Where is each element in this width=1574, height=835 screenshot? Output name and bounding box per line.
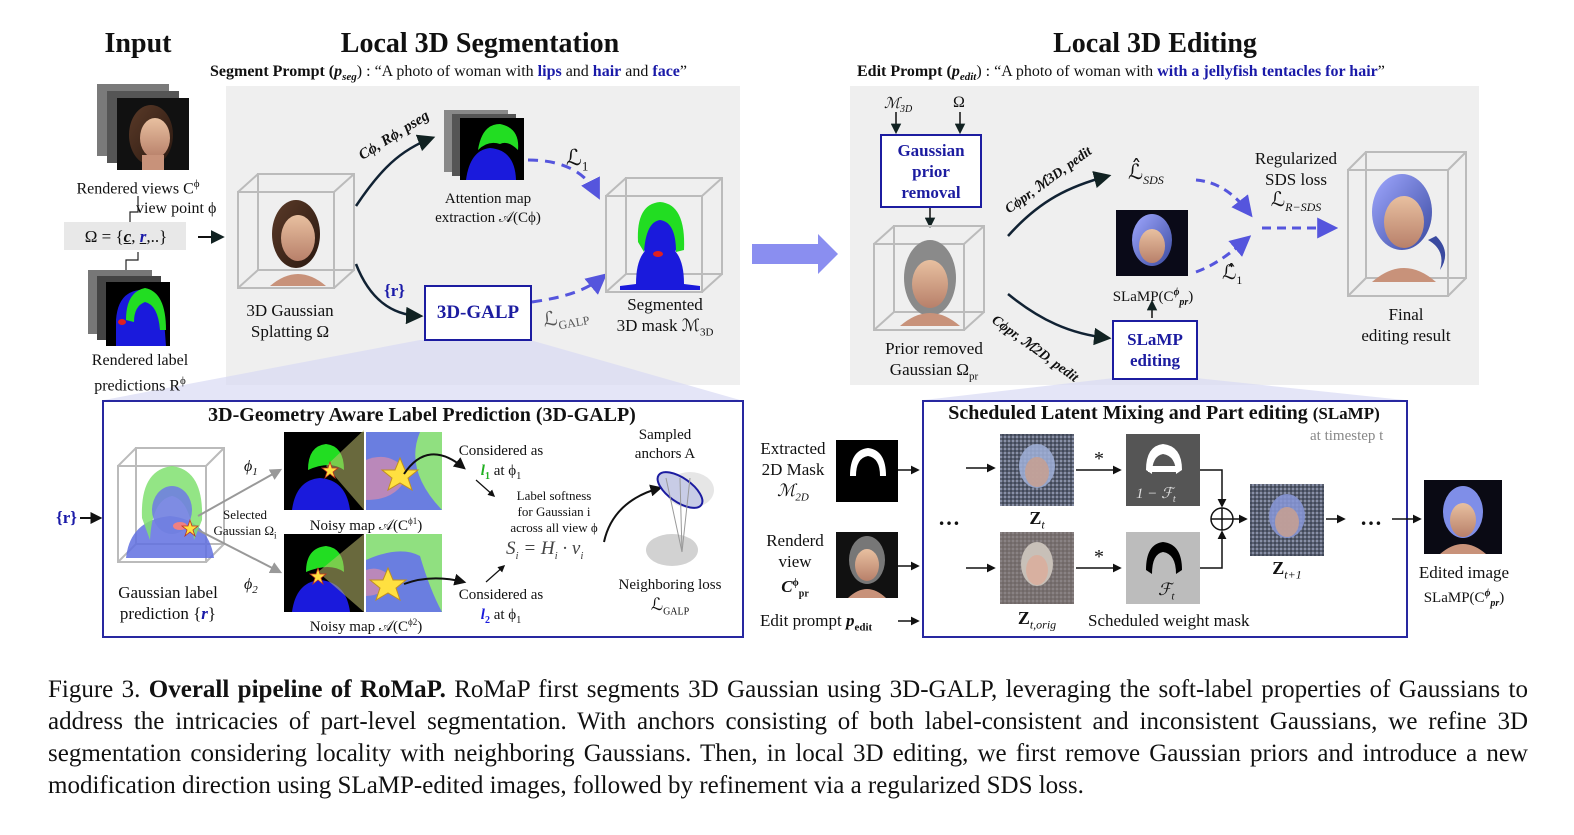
segment-prompt: Segment Prompt (pseg) : “A photo of woma…: [210, 63, 687, 84]
segmented-mask-cube: [605, 177, 723, 293]
weight-mask-label: Scheduled weight mask: [1088, 611, 1250, 630]
edited-image-label: Edited image SLaMP(Cϕpr): [1418, 563, 1510, 609]
rendered-labels-stack: [88, 270, 170, 346]
considered-l1-label: Considered as l1 at ϕ1: [458, 443, 544, 482]
slamp-image-label: SLaMP(Cϕpr): [1112, 287, 1194, 308]
noisy-map-1-label: Noisy map 𝒜(Cϕ1): [309, 516, 423, 534]
gaussian-label-prediction: Gaussian label prediction {r}: [118, 583, 218, 623]
zt-plus-1-label: Zt+1: [1272, 558, 1302, 582]
softness-formula: Si = Hi · vi: [506, 538, 584, 562]
multiply-2: *: [1094, 546, 1104, 568]
one-minus-f-label: 1 − ℱt: [1136, 486, 1176, 505]
lsds-loss: ℒ̂SDS: [1128, 160, 1164, 188]
rendered-labels-caption: Rendered label predictions Rϕ: [91, 352, 189, 395]
segmented-mask-label: Segmented 3D mask ℳ3D: [616, 295, 714, 339]
omega-set: Ω = {c, r,..}: [84, 227, 168, 246]
selected-gaussian-label: Selected Gaussian Ωi: [213, 507, 277, 541]
l1hat-loss: ℒ̂1: [1222, 262, 1243, 287]
multiply-1: *: [1094, 448, 1104, 470]
figure-caption: Figure 3. Overall pipeline of RoMaP. RoM…: [48, 676, 1528, 799]
phi2-label: ϕ2: [244, 576, 258, 597]
galp-title: 3D-Geometry Aware Label Prediction (3D-G…: [208, 404, 636, 426]
dots-left: …: [938, 505, 960, 530]
l1-loss: ℒ1: [566, 145, 589, 174]
rendered-views-label: Rendered views Cϕ: [76, 178, 200, 198]
edit-prompt: Edit Prompt (pedit) : “A photo of woman …: [857, 63, 1385, 84]
zt-orig-label: Zt,orig: [1017, 608, 1057, 632]
pipeline-diagram: [64, 84, 1467, 400]
input-header: Input: [104, 28, 172, 59]
editing-header: Local 3D Editing: [1053, 28, 1257, 59]
r-set-label: {r}: [384, 281, 405, 300]
prior-removed-label: Prior removed Gaussian Ωpr: [885, 339, 983, 383]
3d-galp-button[interactable]: 3D-GALP: [424, 285, 532, 341]
slamp-title: Scheduled Latent Mixing and Part editing…: [948, 402, 1380, 424]
galp-r-input: {r}: [56, 508, 77, 527]
segmentation-header: Local 3D Segmentation: [340, 28, 620, 59]
noisy-map-2-label: Noisy map 𝒜(Cϕ2): [309, 617, 423, 635]
considered-l2-label: Considered as l2 at ϕ1: [458, 587, 544, 626]
galp-diagram: [80, 430, 714, 612]
neighboring-loss-label: Neighboring loss ℒGALP: [618, 577, 722, 618]
timestep-label: at timestep t: [1310, 428, 1384, 444]
m3d-input: ℳ3D: [884, 96, 913, 115]
phi1-label: ϕ1: [244, 458, 258, 479]
omega-input: Ω: [953, 94, 965, 111]
edit-prompt-input: Edit prompt pedit: [760, 611, 873, 634]
zt-label: Zt: [1029, 508, 1045, 532]
gaussian-splatting-cube: [237, 173, 355, 289]
slamp-diagram: [836, 434, 1502, 626]
dots-right: …: [1360, 505, 1382, 530]
final-result-cube: [1347, 151, 1467, 297]
rendered-views-stack: [97, 84, 189, 170]
f-label: ℱt: [1158, 580, 1175, 603]
viewpoint-label: view point ϕ: [136, 200, 217, 217]
